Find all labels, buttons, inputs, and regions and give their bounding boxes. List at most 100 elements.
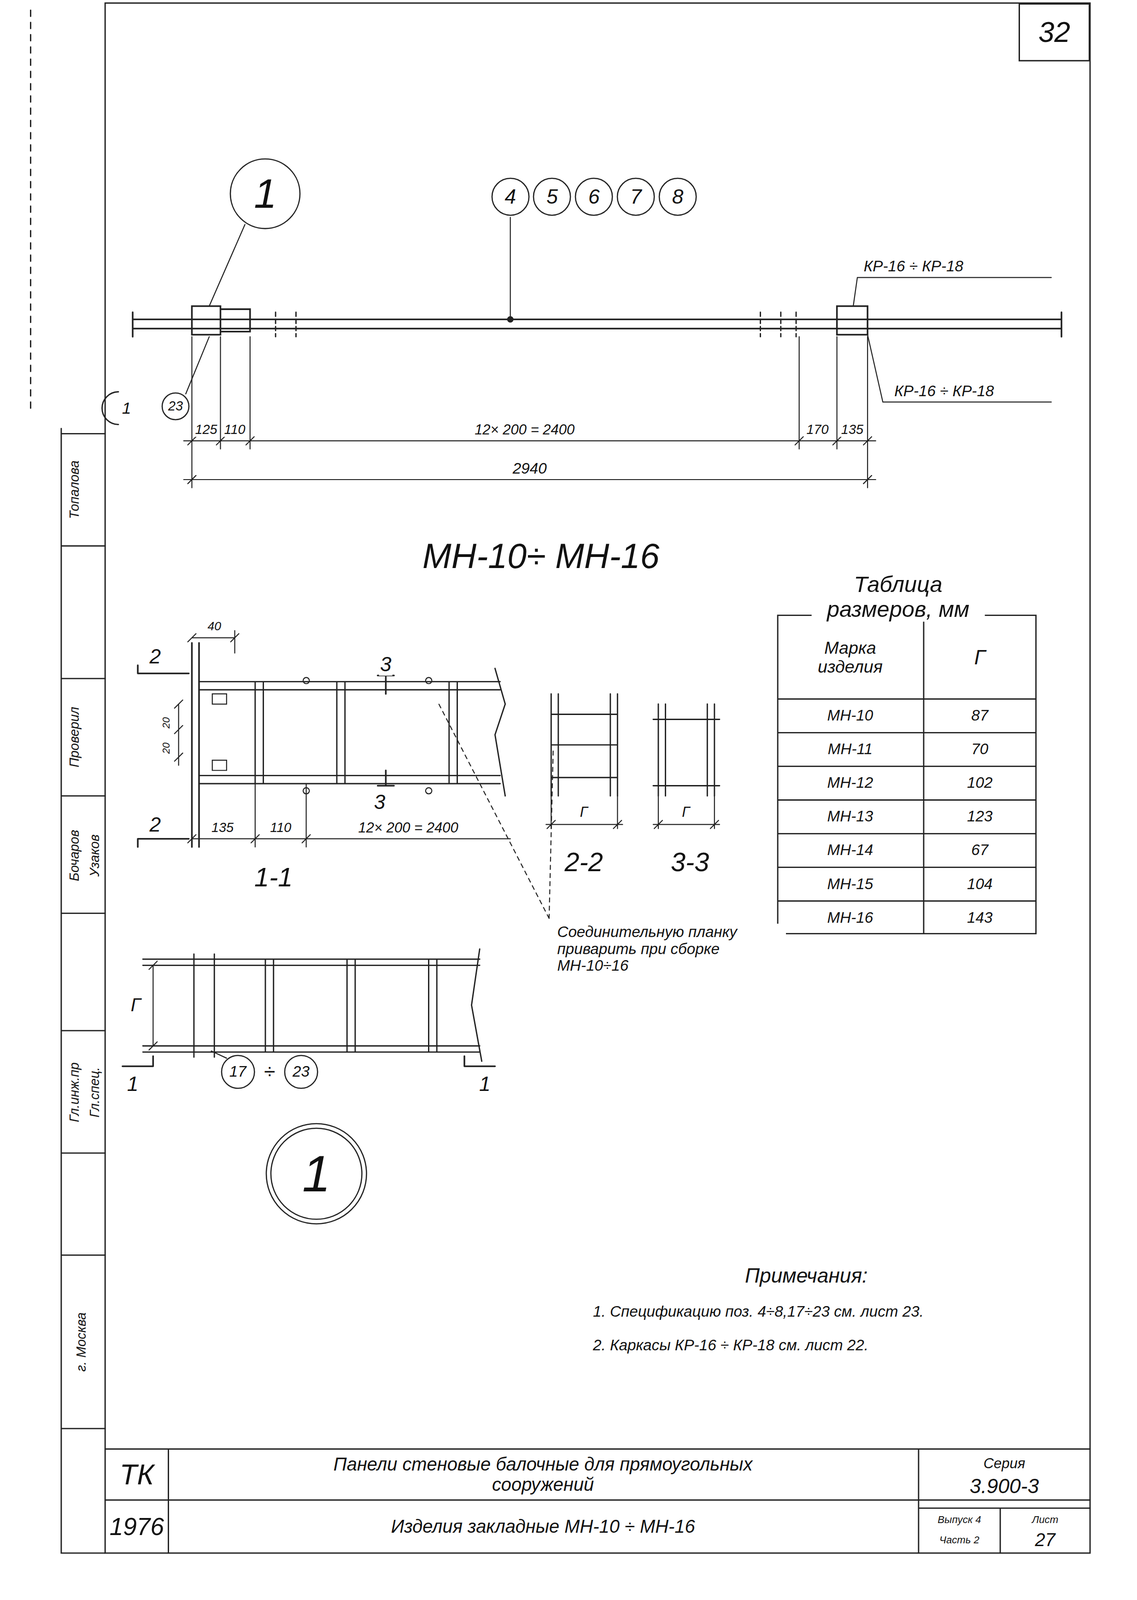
- section-2-2: [550, 693, 618, 796]
- dimension: 110: [269, 820, 293, 836]
- stamp-strip-lines: [61, 428, 106, 1554]
- section-mark: 3: [379, 653, 393, 676]
- table-cell: 70: [970, 740, 990, 758]
- dimension: 2940: [511, 460, 548, 478]
- dimension: 135: [840, 422, 865, 438]
- callout-text: 6: [588, 185, 600, 209]
- callout-text: 1: [253, 171, 277, 217]
- title-block-lines: [105, 1448, 1091, 1554]
- callout-text: 1: [302, 1145, 331, 1202]
- section-mark: 2: [148, 813, 162, 837]
- section-mark: 1: [478, 1072, 492, 1096]
- section-title: 1-1: [253, 863, 294, 893]
- title-block-text: Выпуск 4: [936, 1514, 982, 1526]
- dimension: Г: [129, 995, 142, 1016]
- stamp-city: г. Москва: [74, 1311, 89, 1373]
- callout-text: 23: [292, 1063, 310, 1081]
- part-name: КР-16 ÷ КР-18: [862, 257, 965, 276]
- partial-callout-arc: [102, 392, 119, 425]
- dimension-lines: [545, 796, 720, 829]
- spacer: [755, 1287, 858, 1289]
- dimension-lines: [187, 783, 511, 847]
- frame-cage-end: [192, 305, 868, 335]
- section-1-1: [199, 668, 506, 797]
- circle-outline: [221, 1055, 255, 1089]
- callout-circle: 8: [658, 177, 698, 217]
- leader-dot: [507, 316, 513, 323]
- circle-outline: [617, 178, 655, 216]
- sheet-number-box: 32: [1018, 3, 1091, 62]
- dimension: 20: [160, 715, 172, 730]
- callout-text: 5: [546, 185, 558, 209]
- leader-lines: [439, 703, 554, 919]
- section-title: 2-2: [563, 847, 604, 877]
- callout-circle: 1: [229, 158, 301, 230]
- table-cell: МН-12: [826, 774, 875, 792]
- view-title: МН-10÷ МН-16: [421, 537, 661, 576]
- leader-lines: [185, 217, 1052, 403]
- dimension-lines: [187, 630, 240, 654]
- notes-heading: Примечания:: [744, 1264, 869, 1288]
- dimension-lines: [148, 961, 227, 1058]
- section-3-3: [653, 703, 720, 796]
- stamp-name: Бочаров: [67, 828, 83, 882]
- circle-outline: [575, 178, 613, 216]
- dimension: 20: [160, 741, 172, 756]
- title-block-text: Серия: [982, 1455, 1027, 1472]
- dimension-lines: [183, 336, 876, 488]
- dimension: 12× 200 = 2400: [473, 421, 576, 438]
- dimension: 110: [223, 422, 247, 438]
- stamp-name: Топалова: [67, 459, 83, 521]
- dimension-lines: [174, 699, 183, 766]
- title-block-text: Панели стеновые балочные для прямоугольн…: [303, 1454, 783, 1495]
- callout-circle: 5: [532, 177, 572, 217]
- note: 2. Каркасы КР-16 ÷ КР-18 см. лист 22.: [591, 1336, 870, 1354]
- table-cell: 104: [966, 875, 994, 893]
- weld-note: Соединительную планку приварить при сбор…: [556, 923, 786, 975]
- title-block-text: 3.900-3: [968, 1474, 1040, 1498]
- callout-circle: 6: [574, 177, 614, 217]
- dimension: 135: [210, 820, 235, 836]
- circle-outline: [270, 1128, 363, 1220]
- table-cell: МН-14: [826, 841, 875, 859]
- part-name: КР-16 ÷ КР-18: [893, 382, 995, 400]
- table-cell: МН-10: [826, 707, 875, 725]
- circle-outline: [533, 178, 571, 216]
- callout-text: 23: [168, 398, 183, 414]
- callout-circle: 7: [616, 177, 656, 217]
- table-cell: 87: [970, 707, 990, 725]
- callout-circle: 4: [491, 177, 530, 217]
- dimension: 170: [805, 422, 830, 438]
- title-block-text: ТК: [118, 1459, 155, 1491]
- circle-outline: [162, 392, 189, 420]
- section-mark: 2: [148, 644, 162, 668]
- table-title: Таблица размеров, мм: [811, 572, 985, 622]
- callout-number: 1: [121, 399, 133, 418]
- stamp-role: Гл.инж.пр: [67, 1060, 83, 1123]
- bar-break: [275, 312, 797, 337]
- section-mark: 3: [373, 791, 387, 814]
- table-cell: 143: [966, 908, 994, 927]
- circle-outline: [266, 1123, 367, 1225]
- callout-text: 4: [504, 185, 516, 209]
- table-cell: 67: [970, 841, 990, 859]
- stamp-role: Гл.спец.: [87, 1066, 103, 1119]
- table-cell: 123: [966, 808, 994, 826]
- margin-line: [29, 10, 32, 409]
- sheet-frame: [105, 3, 1091, 1554]
- plan-view: [142, 949, 482, 1062]
- dimension: 125: [193, 422, 218, 438]
- callout-text: 17: [229, 1063, 247, 1081]
- table-header: Г: [973, 645, 987, 669]
- callout-text: 7: [630, 185, 642, 209]
- title-block-text: 27: [1033, 1529, 1056, 1551]
- bolt-symbols: [212, 677, 432, 795]
- table-cell: МН-15: [826, 875, 875, 893]
- note: 1. Спецификацию поз. 4÷8,17÷23 см. лист …: [591, 1303, 925, 1321]
- callout-circle: 1: [265, 1122, 368, 1225]
- callout-circle: 17: [220, 1054, 256, 1090]
- callout-circle: 23: [283, 1054, 319, 1090]
- section-mark: 1: [126, 1072, 140, 1096]
